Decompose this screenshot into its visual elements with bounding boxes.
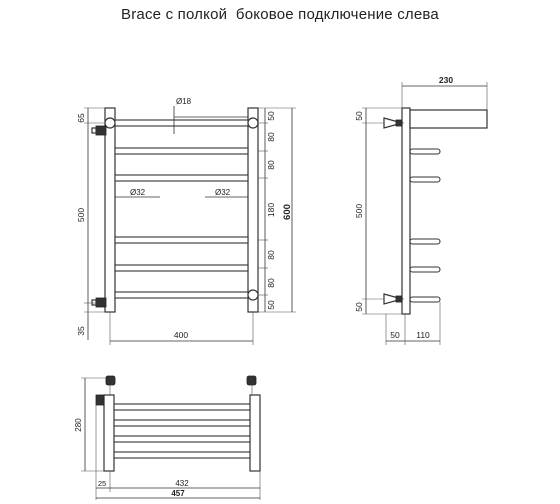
side-rungs bbox=[409, 148, 441, 303]
rung bbox=[114, 264, 249, 272]
width-400: 400 bbox=[174, 330, 188, 340]
mount-circle bbox=[104, 117, 116, 129]
top-offset-25: 25 bbox=[98, 479, 106, 488]
top-shelf-rungs bbox=[113, 403, 251, 459]
mount-circle bbox=[247, 289, 259, 301]
top-collector-right bbox=[249, 394, 261, 472]
spacing-180: 180 bbox=[266, 203, 276, 217]
spacing-80: 80 bbox=[266, 278, 276, 288]
dim-35: 35 bbox=[76, 326, 86, 336]
top-mount-right bbox=[246, 375, 257, 386]
dim-500: 500 bbox=[76, 208, 86, 222]
d18-label: Ø18 bbox=[176, 97, 192, 106]
dim-65: 65 bbox=[76, 113, 86, 123]
side-dim-50-bottom: 50 bbox=[354, 302, 364, 312]
top-depth-280: 280 bbox=[74, 418, 83, 432]
side-dim-50-bottom-width: 50 bbox=[390, 330, 400, 340]
connector-fitting-bottom bbox=[91, 299, 97, 306]
front-bottom-dimension: 400 bbox=[109, 312, 254, 345]
side-dim-110: 110 bbox=[416, 330, 430, 340]
front-left-dimensions: 65 500 35 bbox=[76, 107, 105, 340]
drawing-title: Brace с полкой боковое подключение слева bbox=[121, 6, 439, 23]
side-dim-50-top: 50 bbox=[354, 111, 364, 121]
top-view: 280 25 432 457 bbox=[74, 375, 261, 500]
rung bbox=[114, 236, 249, 244]
height-600: 600 bbox=[282, 204, 293, 220]
side-collector bbox=[401, 107, 411, 315]
spacing-80: 80 bbox=[266, 132, 276, 142]
connector-nut-top bbox=[95, 125, 107, 136]
top-width-432: 432 bbox=[175, 479, 189, 488]
rung bbox=[114, 147, 249, 155]
rung bbox=[114, 119, 249, 127]
top-connector bbox=[95, 394, 105, 406]
top-collector-left bbox=[103, 394, 115, 472]
front-view: Ø18 Ø32 Ø32 65 500 35 50 bbox=[76, 97, 296, 345]
left-collector bbox=[104, 107, 116, 313]
rungs bbox=[114, 119, 249, 299]
rung bbox=[114, 291, 249, 299]
top-mount-left bbox=[105, 375, 116, 386]
shelf bbox=[409, 109, 488, 129]
mount-circle bbox=[247, 117, 259, 129]
right-collector bbox=[247, 107, 259, 313]
d32-right-label: Ø32 bbox=[215, 188, 231, 197]
spacing-50-top: 50 bbox=[266, 111, 276, 121]
side-dim-500: 500 bbox=[354, 204, 364, 218]
top-width-457: 457 bbox=[171, 489, 185, 498]
front-right-dimensions: 50 80 80 180 80 80 50 600 bbox=[258, 107, 296, 313]
spacing-80: 80 bbox=[266, 160, 276, 170]
spacing-80: 80 bbox=[266, 250, 276, 260]
side-view: 230 50 500 50 50 110 bbox=[354, 75, 488, 345]
depth-230: 230 bbox=[439, 75, 453, 85]
spacing-50-bottom: 50 bbox=[266, 300, 276, 310]
connector-fitting-top bbox=[91, 127, 97, 134]
rung bbox=[114, 174, 249, 182]
connector-nut-bottom bbox=[95, 297, 107, 308]
d32-left-label: Ø32 bbox=[130, 188, 146, 197]
